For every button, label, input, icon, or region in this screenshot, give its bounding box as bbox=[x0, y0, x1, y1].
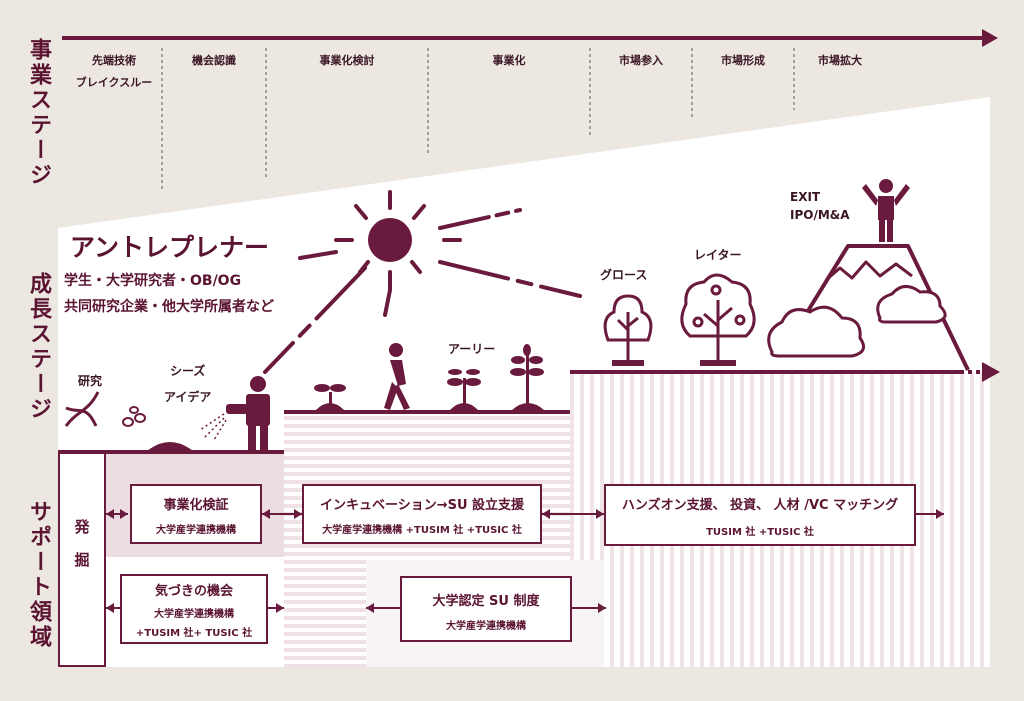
stage-opportunity: 機会認識 bbox=[192, 54, 236, 67]
stage-advanced-tech: 先端技術 ブレイクスルー bbox=[75, 54, 153, 89]
entrepreneur-title: アントレプレナー bbox=[70, 233, 270, 262]
stage-feasibility: 事業化検討 bbox=[319, 54, 375, 67]
discovery-box: 発 掘 bbox=[58, 452, 106, 667]
label-early: アーリー bbox=[448, 342, 496, 356]
stage-market-expansion: 市場拡大 bbox=[818, 54, 862, 67]
stage-commercialization: 事業化 bbox=[492, 54, 526, 67]
stage-market-entry: 市場参入 bbox=[619, 54, 663, 67]
later-tree-icon bbox=[680, 273, 756, 366]
seeds-icon bbox=[122, 406, 194, 451]
label-growth: グロース bbox=[600, 268, 648, 282]
sprout-icons bbox=[314, 344, 544, 410]
incubation-box: インキュベーション→SU 設立支援 大学産学連携機構 +TUSIM 社 +TUS… bbox=[302, 484, 542, 544]
awareness-box: 気づきの機会 大学産学連携機構 +TUSIM 社+ TUSIC 社 bbox=[120, 574, 268, 644]
verification-box: 事業化検証 大学産学連携機構 bbox=[130, 484, 262, 544]
cloud-icons bbox=[767, 285, 947, 358]
walking-person-icon bbox=[384, 343, 410, 410]
dna-icon bbox=[64, 391, 100, 427]
gardener-icon bbox=[199, 376, 270, 452]
winner-person-icon bbox=[862, 179, 910, 242]
stage-market-formation: 市場形成 bbox=[721, 54, 765, 67]
sun-icon bbox=[263, 190, 582, 374]
certified-su-box: 大学認定 SU 制度 大学産学連携機構 bbox=[400, 576, 572, 642]
growth-tree-icon bbox=[603, 294, 653, 366]
label-seeds: シーズ bbox=[170, 364, 206, 378]
label-ipo: IPO/M&A bbox=[790, 208, 850, 222]
business-axis-arrow bbox=[982, 29, 998, 47]
handson-box: ハンズオン支援、 投資、 人材 /VC マッチング TUSIM 社 +TUSIC… bbox=[604, 484, 916, 546]
label-exit: EXIT bbox=[790, 190, 821, 204]
entrepreneur-line2: 共同研究企業・他大学所属者など bbox=[64, 299, 274, 315]
label-research: 研究 bbox=[78, 374, 103, 388]
growth-arrow-head bbox=[982, 362, 1000, 382]
entrepreneur-line1: 学生・大学研究者・OB/OG bbox=[64, 273, 242, 289]
label-later: レイター bbox=[694, 248, 742, 262]
support-area-axis-label: サポート領域 bbox=[26, 500, 51, 650]
business-stage-axis-label: 事業ステージ bbox=[26, 38, 51, 188]
growth-stage-axis-label: 成長ステージ bbox=[26, 272, 51, 422]
label-idea: アイデア bbox=[164, 390, 212, 404]
